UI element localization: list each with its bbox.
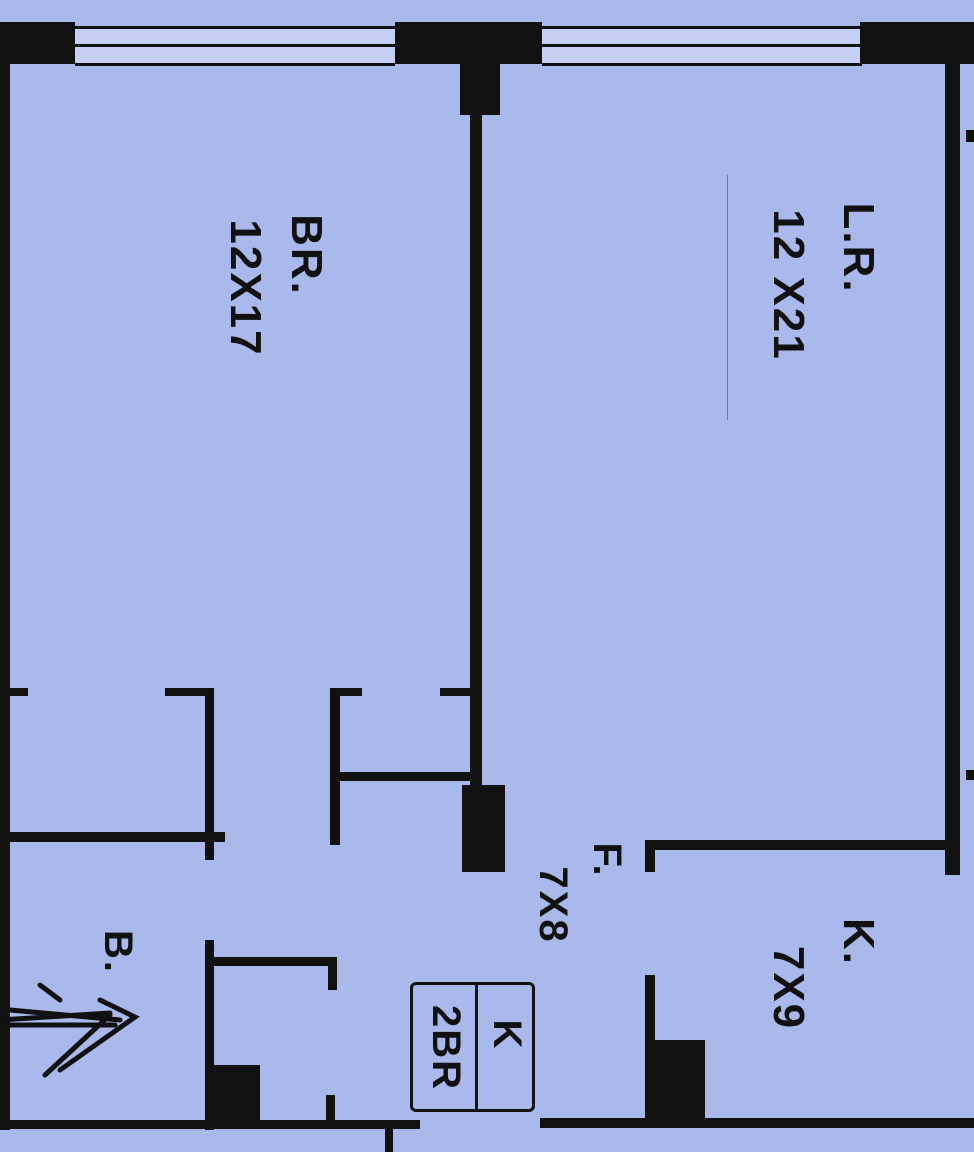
wall-left-stub (0, 688, 28, 696)
wall-bottom-right (540, 1118, 974, 1128)
wall-right (945, 60, 960, 875)
kitchen-size: 7X9 (764, 945, 813, 1031)
living-room-label: L.R. (834, 202, 883, 294)
wall-top-left (0, 22, 75, 64)
foyer-label: F. (585, 842, 629, 878)
bedroom-label: BR. (282, 214, 331, 296)
wall-top-right (860, 22, 974, 64)
wall-bottom-stub (385, 1128, 393, 1152)
column-top-center (460, 60, 500, 115)
wall-right-outer (966, 130, 974, 142)
unit-tag-divider (475, 985, 478, 1109)
wall-right-outer2 (966, 770, 974, 780)
wall-closet2-mid (338, 772, 473, 781)
wall-bedroom-bottom (0, 832, 225, 842)
window-bedroom (75, 26, 395, 66)
unit-tag-line: K (485, 1019, 529, 1051)
bedroom-size: 12X17 (221, 219, 270, 357)
wall-bath-side (205, 940, 214, 1130)
window-living-room (542, 26, 862, 66)
wall-bath-stub (328, 957, 337, 990)
living-room-size: 12 X21 (764, 209, 813, 361)
wall-closet2-top (330, 688, 362, 696)
wall-closet1-side (205, 688, 214, 860)
wall-bottom-left (0, 1120, 420, 1129)
wall-kitchen-stub (645, 840, 655, 872)
kitchen-fixture-block (648, 1040, 705, 1120)
wall-center (470, 110, 482, 800)
wall-bath-top (205, 957, 337, 966)
wall-left (0, 60, 10, 1130)
wall-closet2-side (330, 688, 340, 845)
column-center (462, 785, 505, 872)
kitchen-label: K. (834, 918, 883, 966)
foyer-size: 7X8 (531, 866, 575, 944)
wall-bath-stub2 (326, 1095, 335, 1125)
bath-fixture-block (205, 1065, 260, 1125)
arrow-scribble-icon (0, 982, 140, 1078)
pen-mark-line (727, 175, 728, 420)
wall-closet1-top (165, 688, 213, 696)
bath-label: B. (96, 930, 140, 974)
wall-closet2-stub (440, 688, 472, 696)
wall-kitchen-top (645, 840, 955, 850)
unit-tag-type: 2BR (424, 1004, 468, 1092)
wall-top-middle (395, 22, 542, 64)
unit-tag: K 2BR (410, 982, 535, 1112)
